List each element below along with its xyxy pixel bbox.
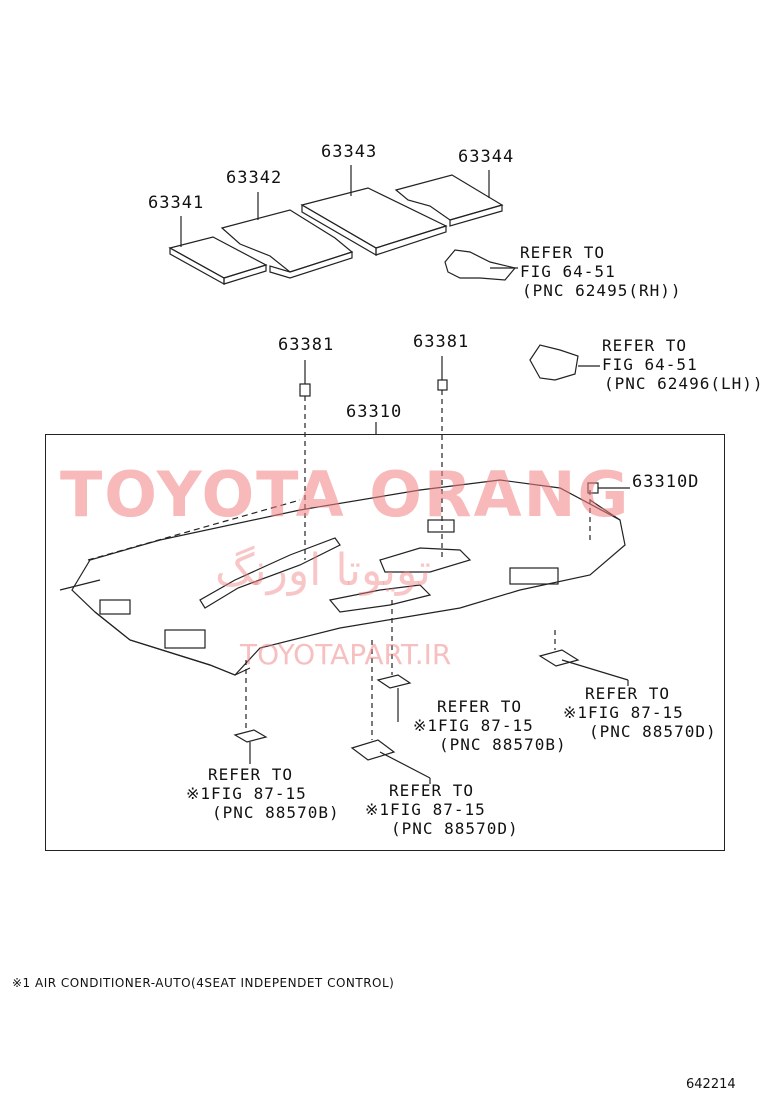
part-63341: 63341 (148, 193, 205, 213)
ref-r-line2: ※1FIG 87-15 (563, 703, 684, 722)
clip-63381-left (299, 360, 311, 560)
watermark-arabic: تویوتا اورنگ (215, 545, 431, 596)
vent-center (376, 600, 412, 722)
ref-lh-line1: REFER TO (602, 336, 688, 355)
pad-63342 (220, 209, 354, 279)
ref-c-line1: REFER TO (437, 697, 523, 716)
ref-rh-line2: FIG 64-51 (520, 262, 616, 281)
part-63344: 63344 (458, 147, 515, 167)
ref-bm-line2: ※1FIG 87-15 (365, 800, 486, 819)
part-63310d: 63310D (632, 472, 700, 492)
bracket-lh (529, 344, 600, 381)
watermark-url: TOYOTAPART.IR (240, 638, 452, 671)
vent-bottom-left (233, 660, 268, 764)
ref-r-line3: (PNC 88570D) (589, 722, 717, 741)
clip-63381-right (437, 356, 448, 560)
ref-lh-line2: FIG 64-51 (602, 355, 698, 374)
ref-bl-line2: ※1FIG 87-15 (186, 784, 307, 803)
ref-c-line3: (PNC 88570B) (439, 735, 567, 754)
ref-r-line1: REFER TO (585, 684, 671, 703)
bracket-rh (444, 249, 518, 281)
vent-right (538, 630, 629, 686)
ref-bl-line1: REFER TO (208, 765, 294, 784)
vent-bottom-mid (350, 640, 431, 784)
ref-lh-line3: (PNC 62496(LH)) (604, 374, 760, 393)
ref-rh-line1: REFER TO (520, 243, 606, 262)
assembly-frame (45, 434, 725, 851)
pad-63341 (168, 236, 268, 286)
part-63342: 63342 (226, 168, 283, 188)
pad-63344 (394, 174, 504, 227)
diagram-code: 642214 (686, 1077, 736, 1092)
part-63343: 63343 (321, 142, 378, 162)
ref-bl-line3: (PNC 88570B) (212, 803, 340, 822)
part-63381-right: 63381 (413, 332, 470, 352)
ref-c-line2: ※1FIG 87-15 (413, 716, 534, 735)
headliner-63310 (59, 479, 626, 676)
footnote: ※1 AIR CONDITIONER-AUTO(4SEAT INDEPENDET… (12, 976, 395, 990)
pad-63343 (300, 187, 448, 257)
ref-bm-line3: (PNC 88570D) (391, 819, 519, 838)
watermark-main: TOYOTA ORANG (60, 458, 631, 531)
part-63381-left: 63381 (278, 335, 335, 355)
ref-rh-line3: (PNC 62495(RH)) (522, 281, 682, 300)
ref-bm-line1: REFER TO (389, 781, 475, 800)
part-63310: 63310 (346, 402, 403, 422)
